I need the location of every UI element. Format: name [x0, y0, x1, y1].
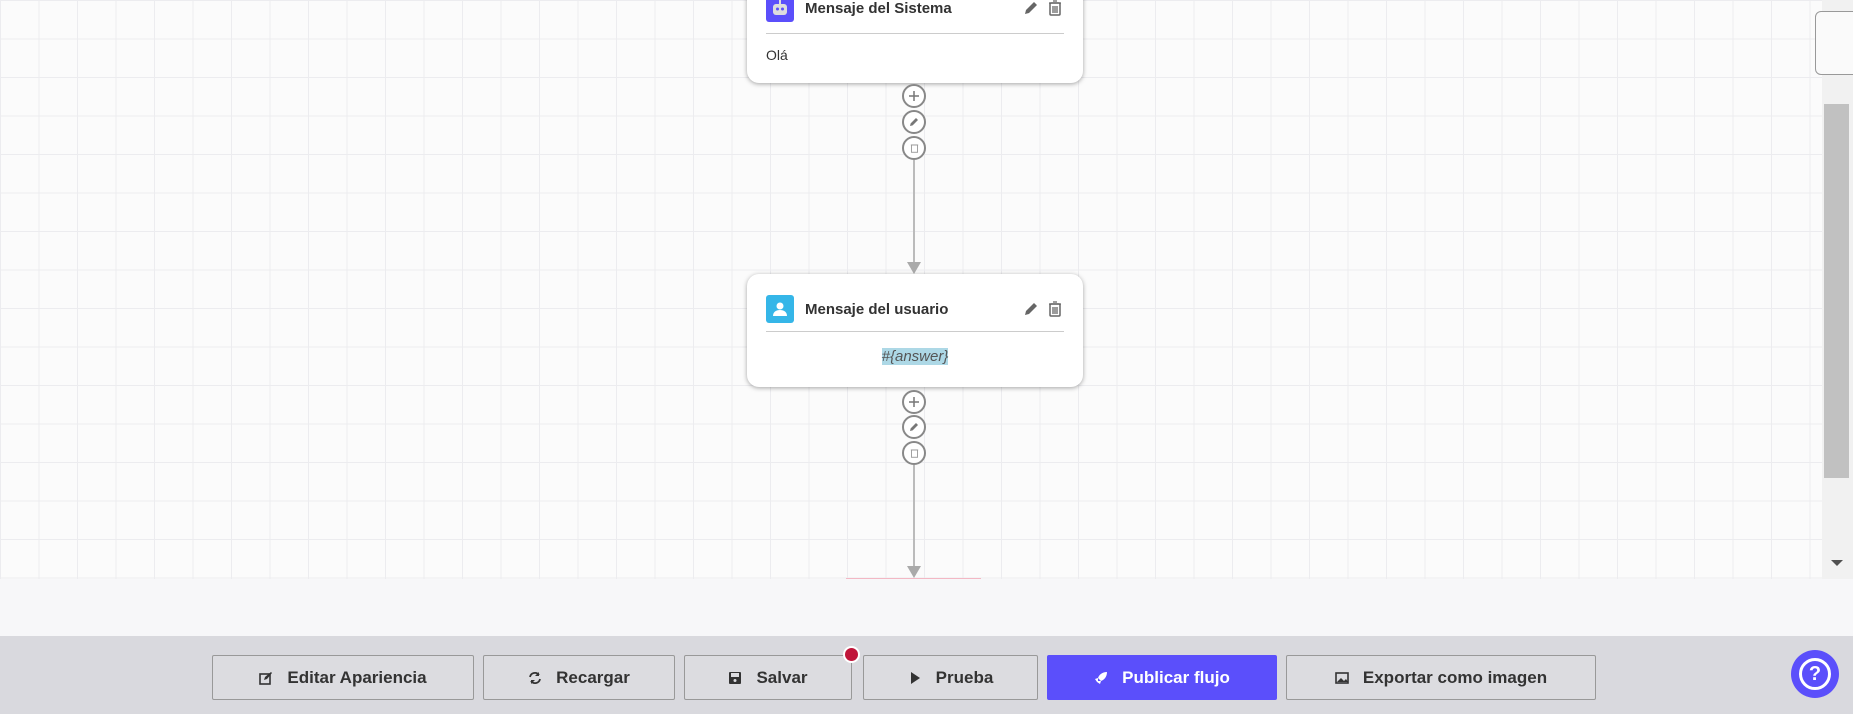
node-content: #{answer}	[881, 348, 949, 365]
floppy-disk-icon	[729, 671, 742, 684]
image-icon	[1335, 671, 1349, 684]
robot-icon	[766, 0, 794, 22]
user-icon	[766, 295, 794, 323]
rocket-icon	[1095, 671, 1108, 684]
test-button[interactable]: Prueba	[863, 655, 1038, 700]
button-label: Publicar flujo	[1122, 667, 1230, 687]
edit-appearance-button[interactable]: Editar Apariencia	[212, 655, 474, 700]
pencil-icon[interactable]	[1022, 300, 1040, 318]
save-button[interactable]: Salvar	[684, 655, 852, 700]
connector-arrow	[907, 566, 921, 578]
scroll-down-icon[interactable]	[1831, 560, 1843, 566]
connector-line	[913, 160, 915, 264]
edit-icon	[259, 671, 273, 685]
add-node-button[interactable]	[902, 84, 926, 108]
node-title: Mensaje del Sistema	[805, 0, 952, 17]
export-image-button[interactable]: Exportar como imagen	[1286, 655, 1596, 700]
publish-flow-button[interactable]: Publicar flujo	[1047, 655, 1277, 700]
scrollbar-thumb[interactable]	[1824, 104, 1849, 478]
minimap-panel[interactable]	[1815, 11, 1853, 75]
delete-connection-button[interactable]	[902, 441, 926, 465]
play-icon	[910, 671, 920, 684]
bottom-toolbar: Editar Apariencia Recargar Salvar Prueba…	[0, 636, 1853, 714]
edit-connection-button[interactable]	[902, 110, 926, 134]
node-content: Olá	[766, 47, 788, 63]
trash-icon[interactable]	[1046, 0, 1064, 17]
next-node-edge	[846, 578, 981, 579]
trash-icon[interactable]	[1046, 300, 1064, 318]
button-label: Salvar	[756, 667, 808, 687]
node-user-message[interactable]: Mensaje del usuario #{answer}	[747, 274, 1083, 387]
flow-canvas[interactable]: Mensaje del Sistema Olá Mensaje del usua…	[0, 0, 1822, 579]
button-label: Prueba	[935, 667, 994, 687]
refresh-icon	[529, 671, 542, 684]
connector-line	[913, 465, 915, 569]
reload-button[interactable]: Recargar	[483, 655, 675, 700]
node-system-message[interactable]: Mensaje del Sistema Olá	[747, 0, 1083, 83]
pencil-icon[interactable]	[1022, 0, 1040, 17]
help-button[interactable]: ?	[1791, 650, 1839, 698]
edit-connection-button[interactable]	[902, 415, 926, 439]
question-icon: ?	[1799, 658, 1831, 690]
button-label: Editar Apariencia	[287, 667, 427, 687]
unsaved-changes-badge	[843, 646, 860, 663]
node-title: Mensaje del usuario	[805, 300, 949, 318]
button-label: Exportar como imagen	[1362, 667, 1548, 687]
scrollbar[interactable]	[1822, 0, 1853, 579]
connector-arrow	[907, 262, 921, 274]
button-label: Recargar	[556, 667, 630, 687]
delete-connection-button[interactable]	[902, 136, 926, 160]
add-node-button[interactable]	[902, 390, 926, 414]
